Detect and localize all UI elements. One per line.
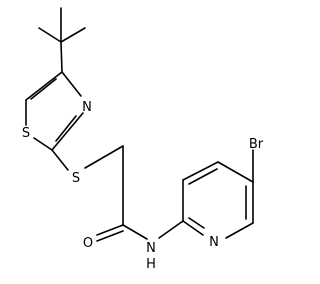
bond: [84, 145, 124, 169]
pyridine-ring: [158, 149, 254, 239]
bond: [182, 220, 204, 236]
bond: [60, 41, 63, 73]
bond-double-inner: [188, 168, 218, 185]
pyridine-nitrogen-label: N: [209, 235, 219, 250]
bond: [217, 161, 254, 183]
linker-chain: [51, 145, 148, 242]
thiazole-ring: [25, 71, 84, 151]
bond: [61, 71, 82, 97]
bond: [25, 71, 63, 101]
structure-drawing: S N S O N H N Br: [22, 7, 264, 272]
bond-double-inner: [30, 78, 57, 100]
bond-double-inner: [55, 115, 77, 142]
bond: [51, 149, 69, 171]
bond: [225, 222, 254, 239]
tert-butyl-group: [38, 7, 86, 73]
bond: [51, 112, 84, 151]
thiazole-nitrogen-label: N: [82, 100, 92, 115]
atom-labels: S N S O N H N Br: [22, 100, 264, 272]
bond: [158, 220, 184, 239]
bromine-label: Br: [249, 137, 264, 152]
bond: [33, 137, 53, 151]
bond: [38, 27, 62, 43]
bond-double: [96, 230, 124, 242]
bond: [60, 27, 86, 43]
molecule-diagram: S N S O N H N Br: [22, 7, 264, 272]
bond-double-inner: [188, 217, 205, 229]
carbonyl-oxygen-label: O: [83, 236, 93, 251]
amide-nitrogen-label: N: [146, 241, 156, 256]
thioether-sulfur-label: S: [72, 171, 80, 186]
bond: [96, 224, 124, 236]
amide-hydrogen-label: H: [146, 257, 156, 272]
bond: [182, 161, 219, 181]
thiazole-sulfur-label: S: [22, 126, 30, 141]
bond: [122, 224, 148, 240]
